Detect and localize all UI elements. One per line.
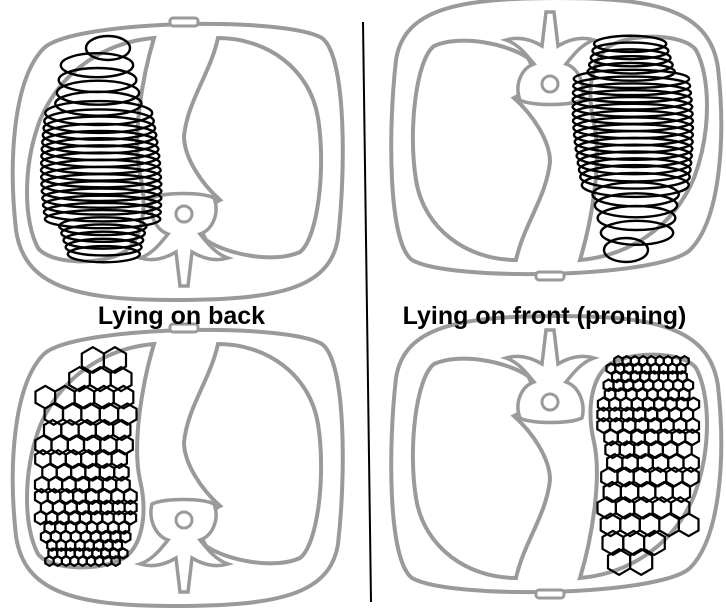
alveoli-hexagons [35, 347, 137, 566]
alveolus-hexagon [70, 556, 78, 566]
panel-back-bottom [13, 324, 343, 606]
sternum [536, 272, 564, 280]
torso-cross-section [391, 316, 721, 598]
alveolus-hexagon [688, 398, 699, 411]
spinal-canal [176, 206, 192, 222]
label-lying-on-front: Lying on front (proning) [363, 304, 726, 329]
spinal-canal [542, 394, 558, 410]
prone-mirror [391, 0, 721, 280]
prone-mirror [391, 316, 721, 598]
alveoli-hexagons [597, 356, 699, 575]
alveolus-hexagon [656, 356, 664, 366]
panel-front-top [391, 0, 721, 280]
sternum [536, 590, 564, 598]
alveolus-hexagon [35, 511, 46, 524]
panel-back-top [13, 18, 343, 300]
spinal-canal [176, 512, 192, 528]
torso-cross-section [391, 0, 721, 280]
alveoli-spirals [573, 36, 693, 262]
torso-cross-section [13, 324, 343, 606]
torso-cross-section [13, 18, 343, 300]
label-lying-on-back: Lying on back [0, 304, 363, 329]
spinal-canal [542, 76, 558, 92]
sternum [170, 18, 198, 26]
alveoli-spirals [41, 36, 161, 262]
panel-front-bottom [391, 316, 721, 598]
